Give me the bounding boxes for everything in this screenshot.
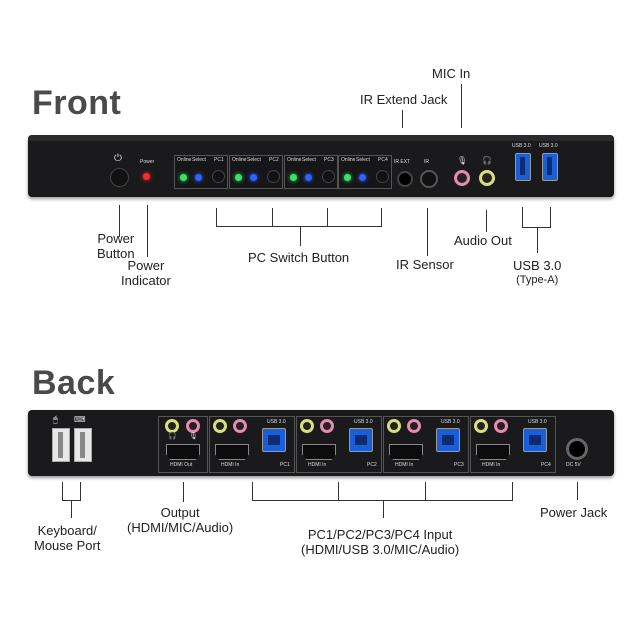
- pc3-online-label: Online: [287, 157, 302, 163]
- pc2-label: PC2: [269, 157, 279, 163]
- dc-power-jack[interactable]: [566, 438, 588, 460]
- pc3-switch-button[interactable]: [322, 170, 335, 183]
- power-indicator: [143, 173, 150, 180]
- pc4-hdmi-in-port[interactable]: [476, 444, 510, 460]
- pc1-select-label: Select: [192, 157, 206, 163]
- pc4-port-label: PC4: [541, 462, 551, 468]
- pc3-online-led: [290, 174, 297, 181]
- pc2-online-label: Online: [232, 157, 247, 163]
- power-button[interactable]: [110, 168, 129, 187]
- microphone-icon: 🎙: [457, 156, 468, 165]
- pc4-usb-label: USB 3.0: [528, 419, 547, 425]
- pc1-hdmi-label: HDMI In: [221, 462, 240, 468]
- pc1-audio-jack[interactable]: [213, 419, 227, 433]
- pc2-port-label: PC2: [367, 462, 377, 468]
- pc1-label: PC1: [214, 157, 224, 163]
- front-section-title: Front: [32, 84, 122, 122]
- pc1-mic-jack[interactable]: [233, 419, 247, 433]
- output-audio-jack[interactable]: [165, 419, 179, 433]
- pc3-port-label: PC3: [454, 462, 464, 468]
- pc1-usb-label: USB 3.0: [267, 419, 286, 425]
- headphone-icon: 🎧: [482, 156, 492, 165]
- mic-in-callout: MIC In: [432, 66, 471, 81]
- pc4-select-led: [359, 174, 366, 181]
- keyboard-icon: ⌨: [74, 415, 86, 424]
- pc2-online-led: [235, 174, 242, 181]
- pc2-usb-label: USB 3.0: [354, 419, 373, 425]
- audio-out-jack[interactable]: [479, 170, 495, 186]
- pc2-audio-jack[interactable]: [300, 419, 314, 433]
- ir-ext-label: IR EXT: [394, 159, 411, 165]
- pc3-label: PC3: [324, 157, 334, 163]
- pc1-select-led: [195, 174, 202, 181]
- keyboard-mouse-port-callout: Keyboard/Mouse Port: [34, 523, 101, 553]
- ir-label: IR: [424, 159, 429, 165]
- pc3-audio-jack[interactable]: [387, 419, 401, 433]
- ir-sensor: [420, 170, 438, 188]
- back-section-title: Back: [32, 364, 116, 402]
- mouse-usb-port[interactable]: [52, 428, 70, 462]
- mic-in-jack[interactable]: [454, 170, 470, 186]
- headphone-icon: 🎧: [168, 433, 177, 440]
- usb2-label: USB 3.0: [539, 143, 558, 149]
- pc-switch-button-callout: PC Switch Button: [248, 250, 350, 265]
- dc-label: DC 5V: [566, 462, 581, 468]
- pc2-select-label: Select: [247, 157, 261, 163]
- ir-sensor-callout: IR Sensor: [396, 257, 454, 272]
- keyboard-usb-port[interactable]: [74, 428, 92, 462]
- pc4-usb-b-port[interactable]: [523, 428, 547, 452]
- pc4-online-led: [344, 174, 351, 181]
- pc4-hdmi-label: HDMI In: [482, 462, 501, 468]
- mouse-icon: 🖱: [53, 415, 58, 424]
- pc2-hdmi-label: HDMI In: [308, 462, 327, 468]
- ir-extend-jack-callout: IR Extend Jack: [360, 92, 448, 107]
- pc2-select-led: [250, 174, 257, 181]
- pc2-switch-button[interactable]: [267, 170, 280, 183]
- usb30-callout: USB 3.0(Type-A): [513, 258, 562, 286]
- pc1-online-led: [180, 174, 187, 181]
- power-label: Power: [140, 159, 155, 165]
- usb1-label: USB 3.0: [512, 143, 531, 149]
- pc4-switch-button[interactable]: [376, 170, 389, 183]
- pc2-usb-b-port[interactable]: [349, 428, 373, 452]
- usb-a-port-2[interactable]: [542, 153, 558, 181]
- output-callout: Output(HDMI/MIC/Audio): [127, 505, 234, 535]
- pc4-online-label: Online: [341, 157, 356, 163]
- pc3-mic-jack[interactable]: [407, 419, 421, 433]
- ir-extend-jack[interactable]: [397, 171, 413, 187]
- front-panel: ⏻ Power Online Select PC1 Online Select …: [28, 135, 614, 197]
- pc3-select-led: [305, 174, 312, 181]
- microphone-icon: 🎙: [189, 433, 198, 440]
- pc1-hdmi-in-port[interactable]: [215, 444, 249, 460]
- pc4-select-label: Select: [356, 157, 370, 163]
- back-panel: 🖱 ⌨ 🎧 🎙 HDMI Out USB 3.0 HDMI In PC1 USB…: [28, 410, 614, 476]
- pc3-hdmi-in-port[interactable]: [389, 444, 423, 460]
- pc1-port-label: PC1: [280, 462, 290, 468]
- hdmi-out-port[interactable]: [166, 444, 200, 460]
- pc3-usb-label: USB 3.0: [441, 419, 460, 425]
- power-jack-callout: Power Jack: [540, 505, 608, 520]
- pc3-hdmi-label: HDMI In: [395, 462, 414, 468]
- pc3-usb-b-port[interactable]: [436, 428, 460, 452]
- audio-out-callout: Audio Out: [454, 233, 512, 248]
- pc1-online-label: Online: [177, 157, 192, 163]
- pc2-mic-jack[interactable]: [320, 419, 334, 433]
- pc3-select-label: Select: [302, 157, 316, 163]
- pc-input-callout: PC1/PC2/PC3/PC4 Input(HDMI/USB 3.0/MIC/A…: [301, 527, 460, 557]
- output-mic-jack[interactable]: [186, 419, 200, 433]
- pc2-hdmi-in-port[interactable]: [302, 444, 336, 460]
- power-icon: ⏻: [114, 153, 122, 164]
- hdmi-out-label: HDMI Out: [170, 462, 193, 468]
- pc1-usb-b-port[interactable]: [262, 428, 286, 452]
- usb-a-port-1[interactable]: [515, 153, 531, 181]
- pc4-label: PC4: [378, 157, 388, 163]
- pc4-audio-jack[interactable]: [474, 419, 488, 433]
- pc4-mic-jack[interactable]: [494, 419, 508, 433]
- pc1-switch-button[interactable]: [212, 170, 225, 183]
